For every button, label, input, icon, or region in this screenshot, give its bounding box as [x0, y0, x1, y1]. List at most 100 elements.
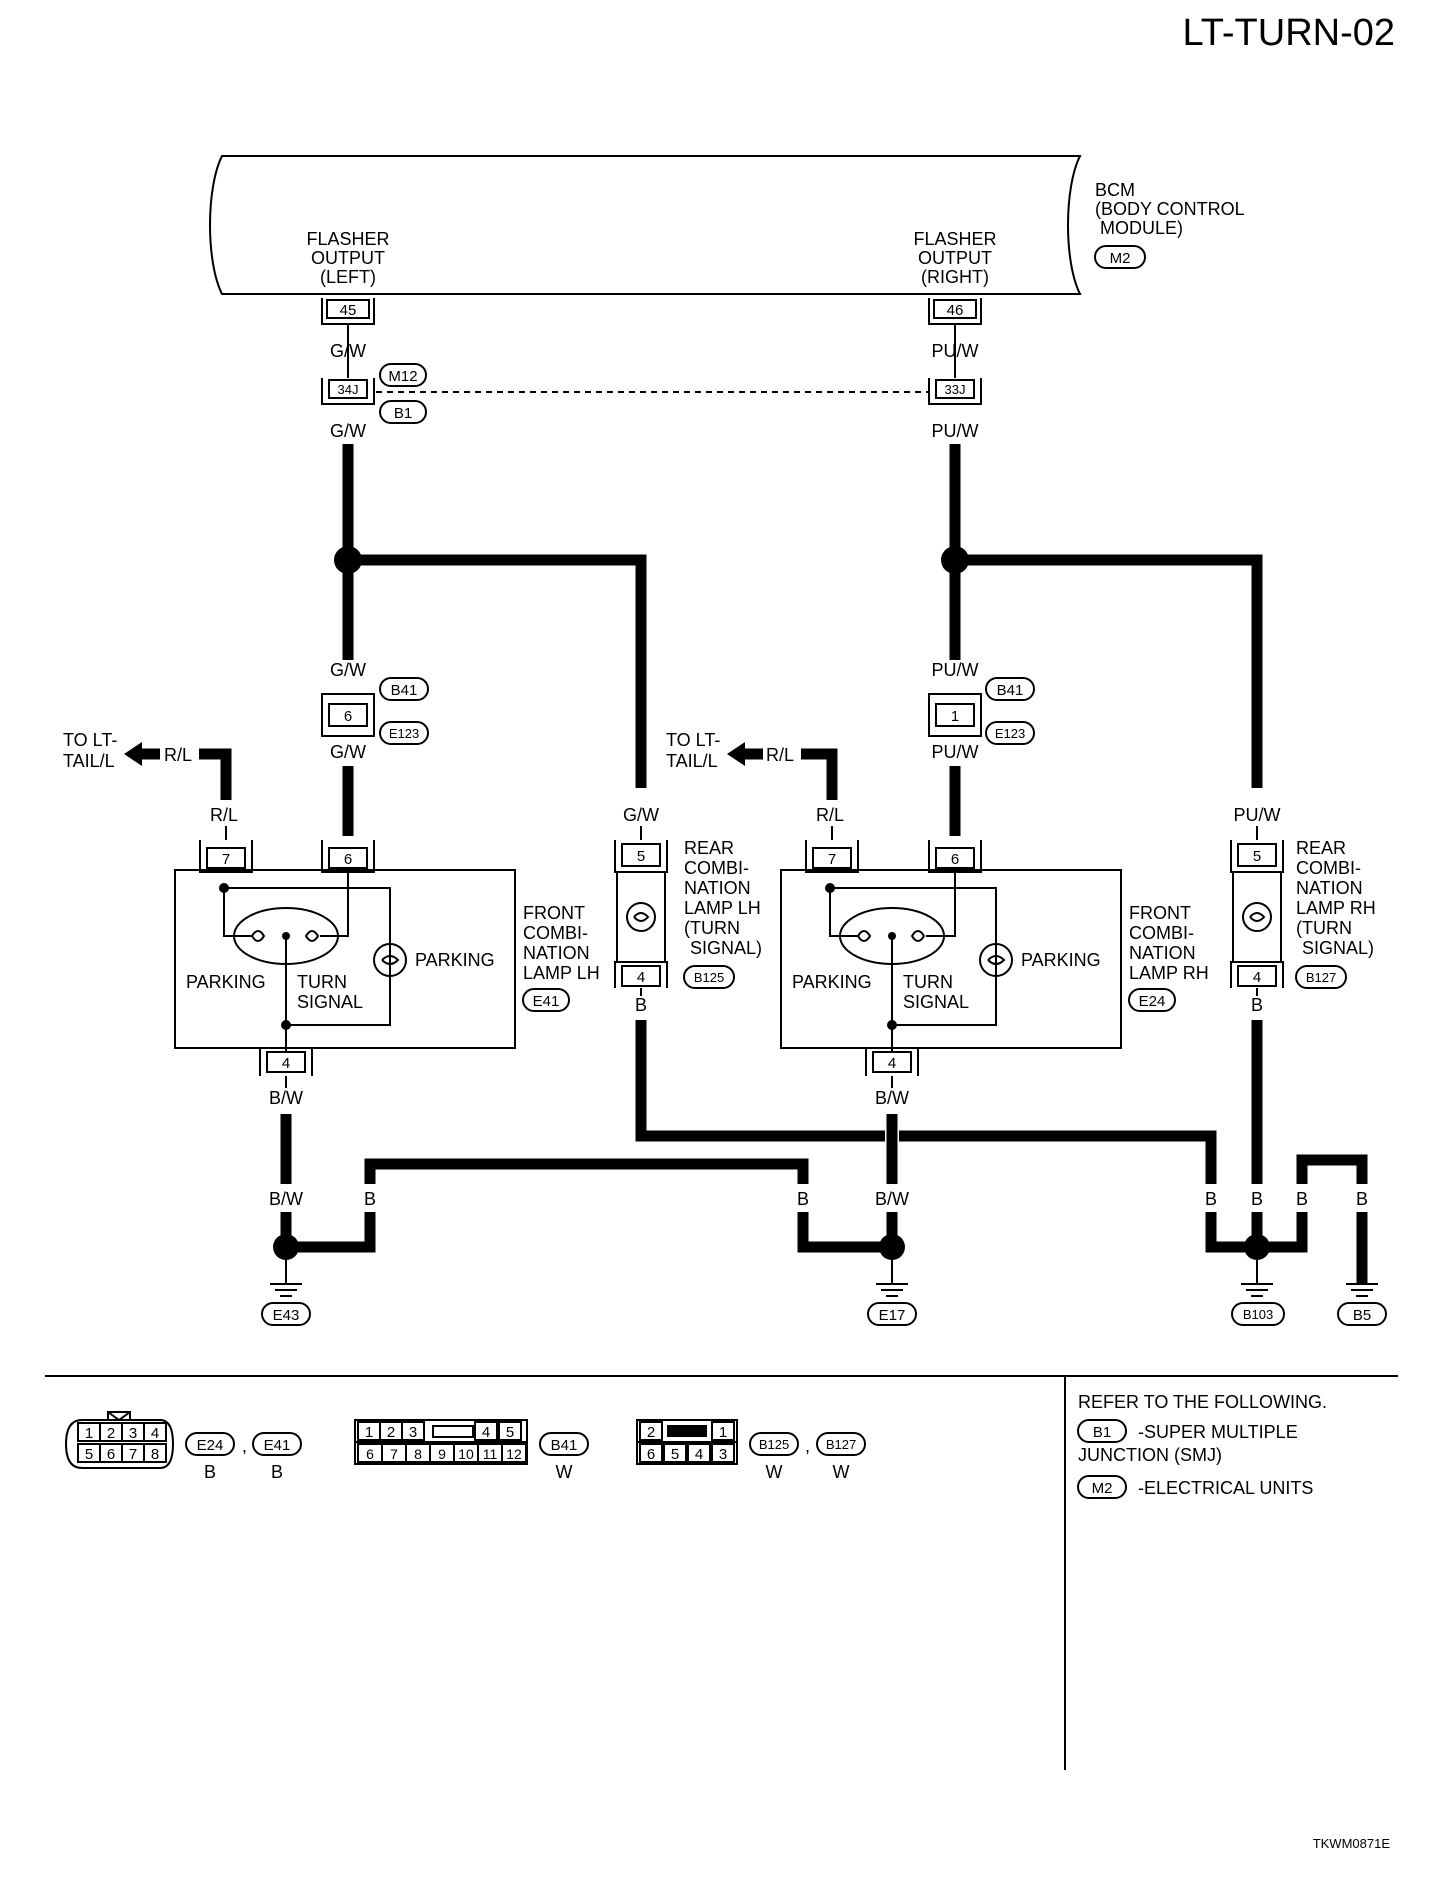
splice-e43	[273, 1234, 299, 1260]
legend-pin-cell	[143, 1422, 167, 1442]
legend-pin-number: 12	[506, 1446, 522, 1462]
legend-pin-cell	[143, 1443, 167, 1463]
rear-rh-name-2: COMBI-	[1296, 858, 1361, 878]
wire-label-gw-1: G/W	[330, 341, 366, 361]
svg-text:45: 45	[340, 302, 357, 319]
splice-b103	[1244, 1234, 1270, 1260]
legend-pin-cell	[639, 1443, 663, 1463]
legend-pin-number: 3	[409, 1424, 417, 1441]
legend-color-b127: W	[833, 1462, 850, 1482]
refer-m2-text: -ELECTRICAL UNITS	[1138, 1478, 1313, 1498]
wire-label-b-e17: B	[797, 1189, 809, 1209]
svg-text:E123: E123	[389, 726, 419, 741]
inline-tag-b41-left: B41	[379, 677, 429, 701]
wire-label-puw-2: PU/W	[932, 421, 979, 441]
rear-rh-name-6: SIGNAL)	[1302, 938, 1374, 958]
refer-tag-b1: B1	[1077, 1419, 1127, 1443]
rear-rh-name-1: REAR	[1296, 838, 1346, 858]
bcm-connector-tag: M2	[1094, 245, 1146, 269]
ground-b5-icon	[1346, 1283, 1378, 1297]
refer-heading: REFER TO THE FOLLOWING.	[1078, 1392, 1327, 1412]
rear-lh-name-4: LAMP LH	[684, 898, 761, 918]
refer-b1-text: -SUPER MULTIPLE	[1138, 1422, 1298, 1442]
legend-pin-cell	[401, 1421, 425, 1441]
svg-text:E43: E43	[273, 1307, 300, 1324]
legend-tag-b125: B125	[749, 1432, 799, 1456]
splice-e17	[879, 1234, 905, 1260]
rear-lh-pin-4: 4	[614, 961, 668, 988]
page-title: LT-TURN-02	[1182, 12, 1395, 54]
wire-label-bw-rh-2: B/W	[875, 1189, 909, 1209]
wire-label-rl-right-2: R/L	[816, 805, 844, 825]
wire-b-b103-b5-bridge	[1296, 1154, 1368, 1184]
front-rh-parking-right: PARKING	[1021, 950, 1101, 970]
wire-label-rl-left-1: R/L	[164, 745, 192, 765]
bulb-parking-lh-icon	[373, 943, 407, 977]
legend-pin-number: 6	[366, 1446, 374, 1462]
bulb-rear-lh-icon	[626, 902, 656, 932]
legend-pin-number: 2	[387, 1424, 395, 1441]
svg-text:B41: B41	[551, 1437, 578, 1454]
arrow-left-icon	[124, 742, 142, 766]
legend-pin-number: 7	[129, 1446, 137, 1463]
svg-text:46: 46	[947, 302, 964, 319]
front-rh-pin-4: 4	[865, 1047, 919, 1076]
svg-text:B5: B5	[1353, 1307, 1371, 1324]
svg-text:B1: B1	[1093, 1424, 1111, 1441]
ground-tag-b103: B103	[1231, 1302, 1285, 1326]
front-lh-name-3: NATION	[523, 943, 590, 963]
wire-label-puw-3: PU/W	[932, 660, 979, 680]
wire-label-bw-rh-1: B/W	[875, 1088, 909, 1108]
bcm-pin-45: 45	[321, 298, 375, 325]
wire-label-gw-4: G/W	[330, 742, 366, 762]
svg-text:E24: E24	[1139, 993, 1166, 1010]
wire-label-rl-left-2: R/L	[210, 805, 238, 825]
svg-text:6: 6	[344, 708, 352, 725]
bcm-name: BCM	[1095, 180, 1135, 200]
legend-pin-cell	[501, 1443, 527, 1463]
wire-label-b-e43: B	[364, 1189, 376, 1209]
legend-comma-2: ,	[805, 1436, 810, 1456]
wire-label-b-rear-lh: B	[635, 995, 647, 1015]
svg-text:B127: B127	[1306, 970, 1336, 985]
svg-text:4: 4	[282, 1055, 290, 1072]
rear-rh-connector-tag: B127	[1295, 965, 1347, 989]
svg-text:4: 4	[637, 969, 645, 986]
wire-b-e43-e17-bridge	[364, 1158, 809, 1184]
figure-code: TKWM0871E	[1313, 1836, 1391, 1851]
legend-tag-e41: E41	[252, 1432, 302, 1456]
rear-rh-pin-5: 5	[1230, 840, 1284, 873]
legend-pin-cell	[687, 1443, 711, 1463]
to-tail-left-1: TO LT-	[63, 730, 117, 750]
wire-label-puw-rear: PU/W	[1234, 805, 1281, 825]
wire-label-gw-rear: G/W	[623, 805, 659, 825]
legend-pin-number: 1	[85, 1425, 93, 1442]
legend-pin-number: 8	[414, 1446, 422, 1462]
bcm-desc-2: MODULE)	[1100, 218, 1183, 238]
legend-pin-number: 5	[506, 1424, 514, 1441]
legend-pin-cell	[711, 1421, 735, 1441]
front-lh-name-1: FRONT	[523, 903, 585, 923]
rear-rh-name-3: NATION	[1296, 878, 1363, 898]
front-rh-name-1: FRONT	[1129, 903, 1191, 923]
ground-e43-icon	[270, 1260, 302, 1297]
svg-text:1: 1	[951, 708, 959, 725]
rear-lh-connector-tag: B125	[683, 965, 735, 989]
refer-b1-text-2: JUNCTION (SMJ)	[1078, 1445, 1222, 1465]
legend-pin-number: 2	[647, 1424, 655, 1441]
front-lh-name-4: LAMP LH	[523, 963, 600, 983]
legend-pin-number: 4	[695, 1446, 703, 1463]
front-combination-lamp-lh: 7 6 PARKING TURN SIGNAL PARKING 4	[174, 840, 516, 1076]
legend-color-b41: W	[556, 1462, 573, 1482]
wire-label-puw-1: PU/W	[932, 341, 979, 361]
rear-rh-name-4: LAMP RH	[1296, 898, 1376, 918]
wire-b-cross-to-b103	[899, 1130, 1217, 1184]
legend-pin-number: 3	[719, 1446, 727, 1463]
front-lh-pin-6: 6	[321, 840, 375, 873]
rear-rh-pin-4: 4	[1230, 961, 1284, 988]
right-output-label-3: (RIGHT)	[921, 267, 989, 287]
svg-text:7: 7	[222, 851, 230, 868]
